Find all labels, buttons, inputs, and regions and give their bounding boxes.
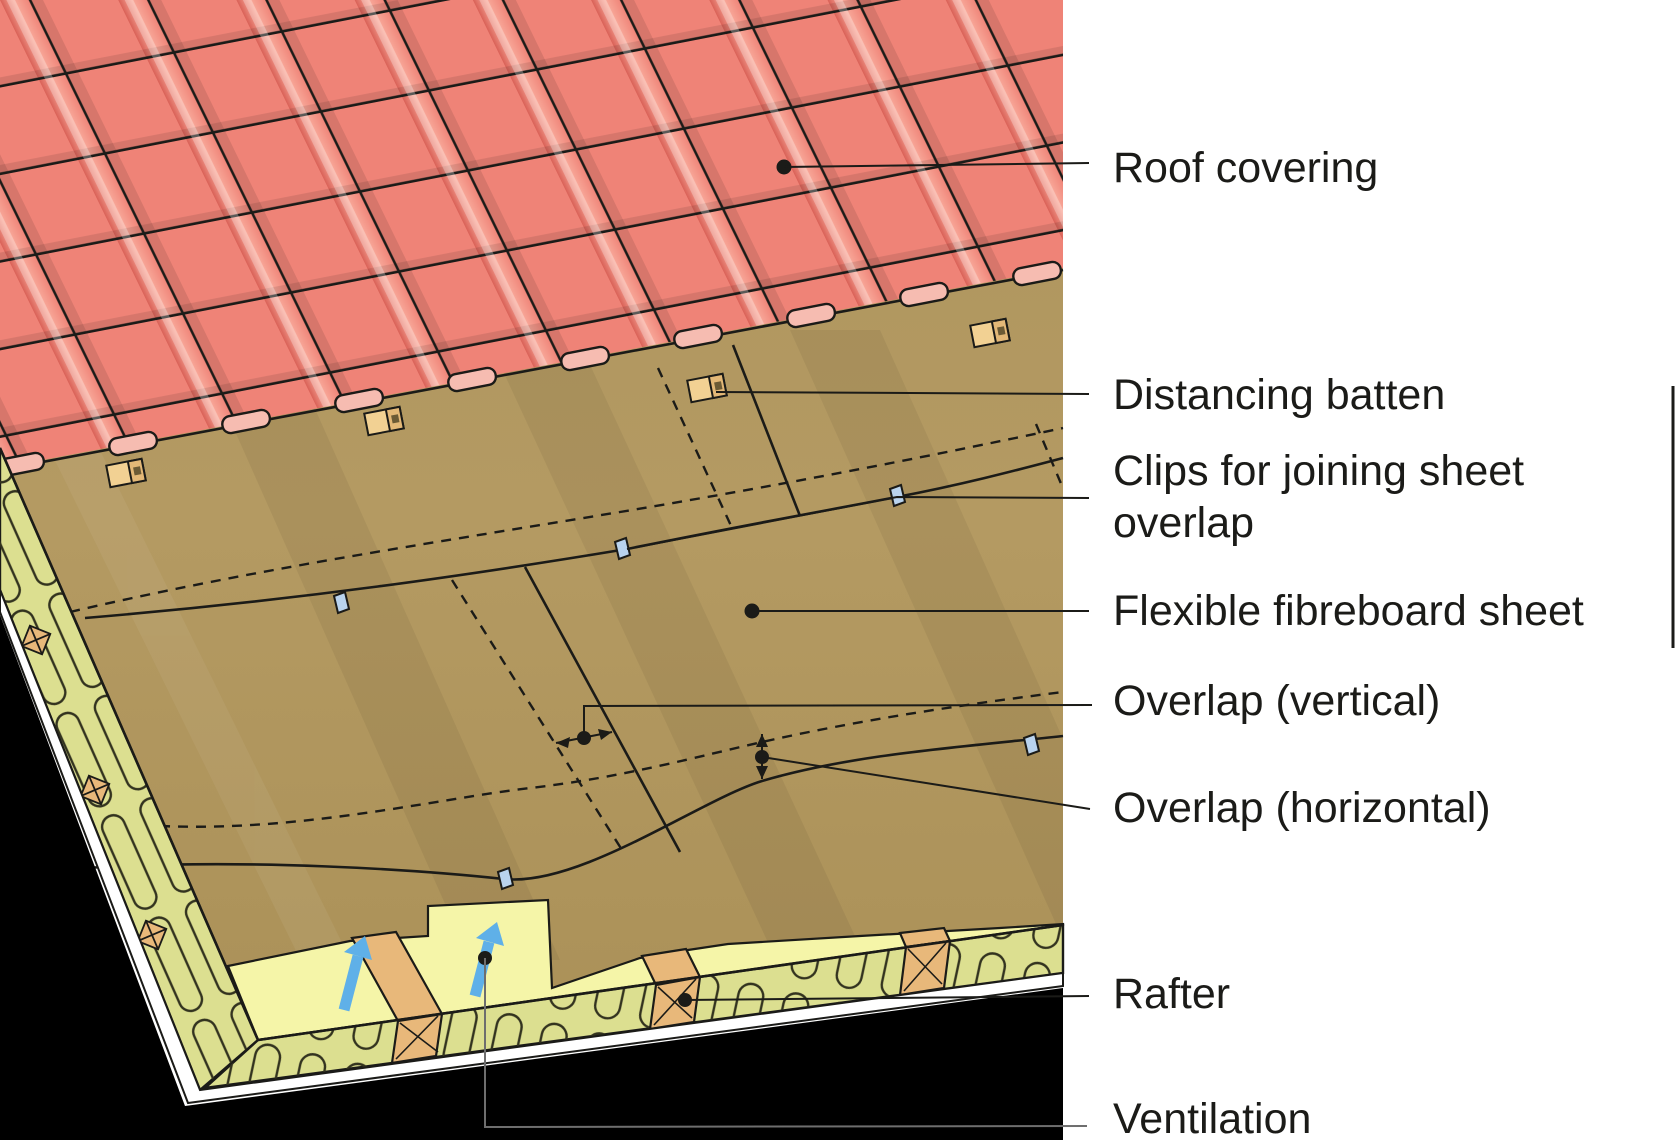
vent-arrow-icon xyxy=(338,936,372,1012)
rafters-top xyxy=(350,926,952,1023)
batten-icon xyxy=(969,317,1011,349)
clip-icon xyxy=(888,483,907,508)
label-rafter: Rafter xyxy=(1113,970,1231,1018)
label-overlap-horizontal: Overlap (horizontal) xyxy=(1113,784,1491,832)
leader-overlap-horizontal xyxy=(761,756,1091,810)
overlap-hidden-edge-upper xyxy=(69,426,1064,614)
sheet-joint-vertical-lower xyxy=(523,566,682,853)
clip-icon xyxy=(496,866,515,891)
vent-arrow-icon xyxy=(469,922,504,998)
leader-distancing-batten xyxy=(715,391,1090,395)
label-clips: Clips for joining sheet overlap xyxy=(1113,447,1525,547)
leader-rafter xyxy=(684,995,1090,1001)
left-face-batten-icon xyxy=(20,624,168,951)
vertical-hidden-edge-right xyxy=(1034,423,1064,487)
batten-icon-labeled xyxy=(686,372,728,404)
assembly-eave-edge xyxy=(257,923,1064,1042)
ventilation-arrows xyxy=(338,922,504,1012)
vertical-hidden-edge-upper xyxy=(656,367,735,531)
distancing-battens xyxy=(105,317,1011,489)
leader-ventilation xyxy=(484,958,1088,1129)
sheet-joint-vertical-upper xyxy=(731,344,802,517)
batten-icon xyxy=(363,405,405,437)
shadow-region xyxy=(0,615,1063,1140)
leader-lines xyxy=(478,159,1093,1129)
label-fibreboard: Flexible fibreboard sheet xyxy=(1113,587,1584,635)
label-overlap-vertical: Overlap (vertical) xyxy=(1113,677,1441,725)
leader-overlap-vertical xyxy=(583,704,1093,738)
clip-icon xyxy=(332,590,351,615)
overlap-hidden-edge-lower xyxy=(159,690,1064,828)
leader-roof-covering xyxy=(783,162,1090,168)
sheet-joint-lower xyxy=(84,734,1064,881)
sheet-clips xyxy=(332,483,1041,891)
label-ventilation: Ventilation xyxy=(1113,1095,1312,1143)
leader-clips xyxy=(626,495,1090,550)
rafter-x-brace xyxy=(395,942,947,1060)
batten-icon xyxy=(105,457,147,489)
clip-icon xyxy=(1022,732,1041,757)
assembly-left-edge xyxy=(0,447,260,1041)
underside-board xyxy=(0,589,1064,1105)
label-roof-covering: Roof covering xyxy=(1113,144,1379,192)
label-distancing-batten: Distancing batten xyxy=(1113,371,1446,419)
clip-icon xyxy=(613,536,632,561)
tile-edge-caps xyxy=(0,260,1063,478)
sheet-joints xyxy=(69,344,1064,881)
